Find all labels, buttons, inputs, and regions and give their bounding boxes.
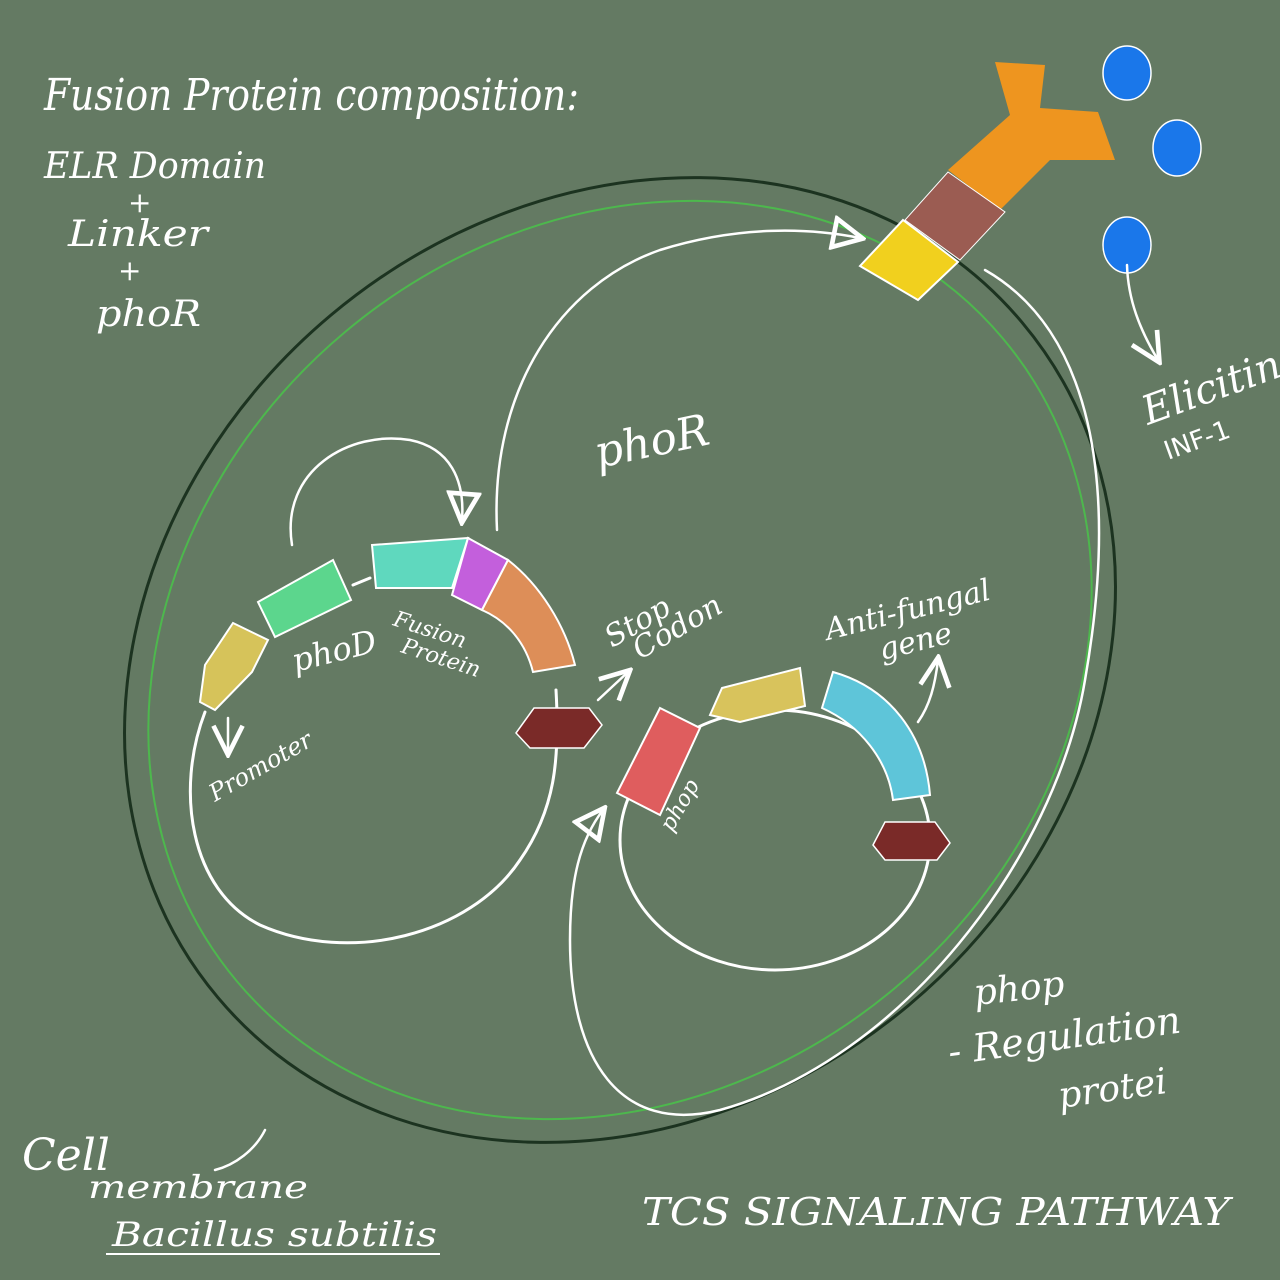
title-linker: Linker [67, 214, 210, 255]
arrow-antifungal [916, 660, 938, 724]
elicitin-dot [1102, 45, 1152, 101]
plasmid-2 [615, 666, 951, 972]
title-elr-domain: ELR Domain [43, 146, 266, 187]
arrows [213, 231, 1158, 1172]
arrow-fusion-to-receptor [495, 231, 860, 532]
receptor-orange-block [948, 62, 1115, 210]
receptor-yellow-block [858, 218, 960, 302]
elicitin-dot [1152, 119, 1202, 177]
cell-label-1: Cell [22, 1130, 110, 1181]
receptor [858, 62, 1115, 302]
title-heading: Fusion Protein composition: [43, 70, 579, 121]
antifungal-gene-segment [820, 670, 932, 802]
inner-membrane [147, 199, 1093, 1121]
elicitin-dots [1102, 45, 1202, 274]
cell-membrane-pointer [213, 1128, 267, 1172]
plasmid-1 [188, 536, 603, 945]
phop-segment [615, 706, 702, 817]
arrow-phod-to-fusion [289, 437, 463, 547]
fusion-elr-segment [370, 536, 470, 589]
phop-reg-label-1: phop [972, 964, 1067, 1014]
title-plus-1: + [128, 186, 151, 219]
title-block: Fusion Protein composition: ELR Domain +… [43, 70, 579, 335]
title-plus-2: + [118, 254, 141, 287]
bacillus-label: Bacillus subtilis [111, 1215, 437, 1255]
arrow-elicitin [1125, 263, 1158, 360]
fusion-phor-segment [480, 558, 577, 674]
receptor-brown-block [904, 171, 1006, 261]
promoter-segment [198, 621, 270, 712]
arrow-receptor-to-phop [568, 268, 1101, 1116]
stop-codon-2 [872, 821, 951, 861]
cell-label-2: membrane [88, 1168, 308, 1206]
arrow-stop-codon [596, 672, 628, 700]
stop-codon-1 [515, 707, 603, 749]
phod-segment [256, 558, 353, 639]
title-phor: phoR [96, 294, 201, 335]
yellow-gene-segment [708, 666, 807, 724]
tcs-label: TCS SIGNALING PATHWAY [642, 1190, 1234, 1234]
